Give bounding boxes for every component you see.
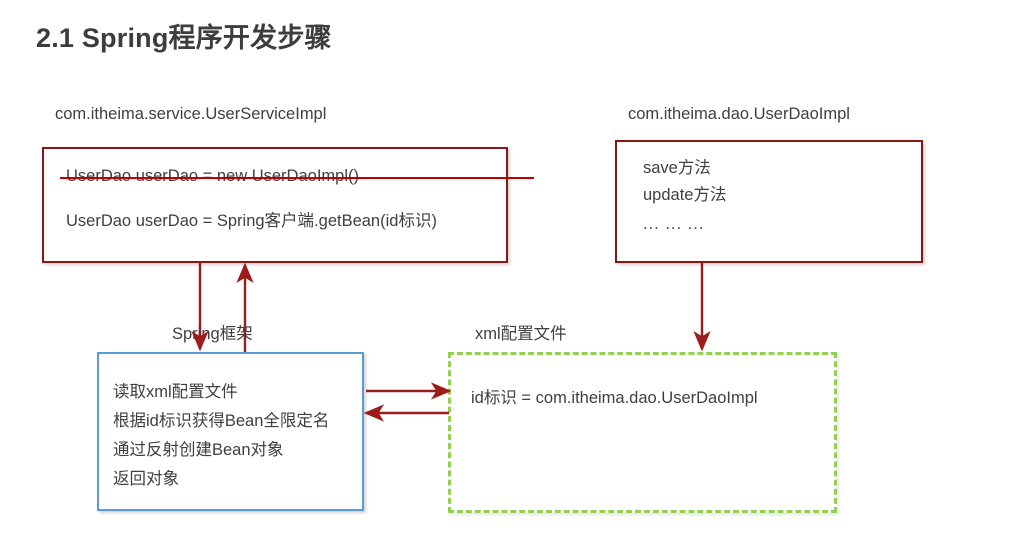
caption-service-class: com.itheima.service.UserServiceImpl <box>55 105 327 123</box>
spring-step-resolve-id: 根据id标识获得Bean全限定名 <box>113 412 330 430</box>
caption-dao-class: com.itheima.dao.UserDaoImpl <box>628 105 850 123</box>
dao-impl-box[interactable]: save方法 update方法 ... ... ... <box>615 140 923 263</box>
spring-step-return: 返回对象 <box>113 470 179 488</box>
service-line-struck: UserDao userDao = new UserDaoImpl() <box>60 167 534 187</box>
page-title: 2.1 Spring程序开发步骤 <box>36 23 332 53</box>
service-impl-box[interactable]: UserDao userDao = new UserDaoImpl() User… <box>42 147 534 263</box>
caption-xml-config: xml配置文件 <box>475 325 567 343</box>
dao-line-update: update方法 <box>643 186 727 204</box>
dao-line-ellipsis: ... ... ... <box>643 215 705 233</box>
caption-spring-framework: Spring框架 <box>172 325 253 343</box>
spring-step-reflection: 通过反射创建Bean对象 <box>113 441 284 459</box>
service-line-getbean: UserDao userDao = Spring客户端.getBean(id标识… <box>66 212 437 230</box>
spring-step-read-xml: 读取xml配置文件 <box>113 383 238 401</box>
xml-config-box[interactable]: id标识 = com.itheima.dao.UserDaoImpl <box>448 352 837 513</box>
dao-line-save: save方法 <box>643 159 711 177</box>
spring-framework-box[interactable]: 读取xml配置文件 根据id标识获得Bean全限定名 通过反射创建Bean对象 … <box>97 352 364 511</box>
xml-config-line: id标识 = com.itheima.dao.UserDaoImpl <box>471 389 758 407</box>
